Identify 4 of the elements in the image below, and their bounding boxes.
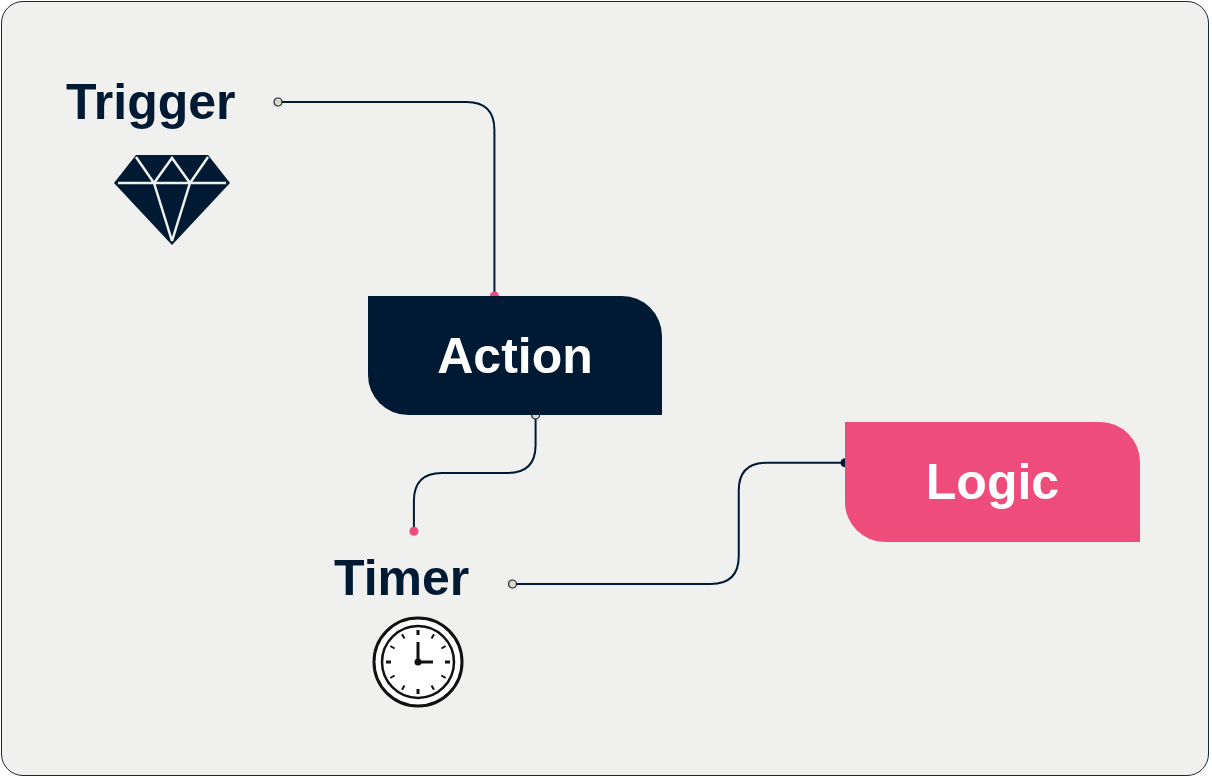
node-label: Timer — [334, 548, 504, 608]
process-box: Logic — [845, 422, 1140, 542]
node-label: Trigger — [66, 72, 278, 132]
process-box: Action — [368, 296, 662, 415]
